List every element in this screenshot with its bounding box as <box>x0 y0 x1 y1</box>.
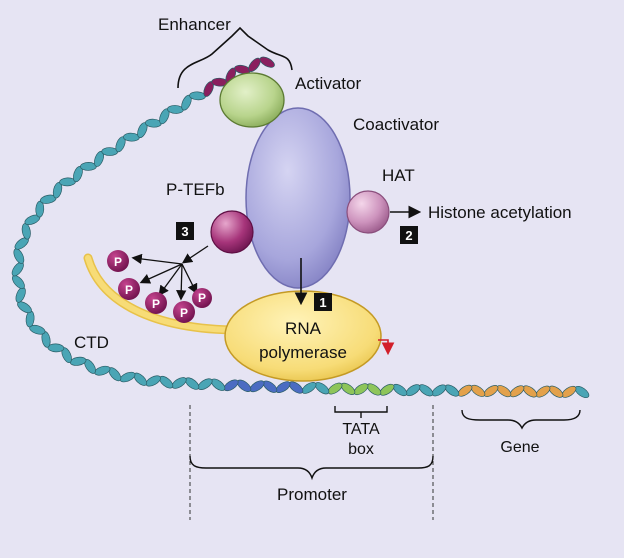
activator-protein <box>219 72 285 128</box>
ctd-label: CTD <box>74 333 109 352</box>
phosphate-label: P <box>180 306 188 320</box>
rna-polymerase-label-line1: RNA <box>285 319 322 338</box>
dna-segment <box>301 382 317 394</box>
dna-segment <box>69 356 87 366</box>
dna-segment <box>145 375 161 387</box>
dna-segment <box>94 365 111 376</box>
dna-segment <box>314 382 330 395</box>
dna-segment <box>561 385 577 398</box>
hat-label: HAT <box>382 166 415 185</box>
rna-polymerase <box>224 290 382 382</box>
dna-segment <box>405 384 421 397</box>
dna-segment <box>12 275 25 289</box>
dna-segment <box>189 91 206 101</box>
dna-segment <box>457 384 473 397</box>
coactivator-complex <box>245 107 351 289</box>
dna-segment <box>522 385 538 398</box>
dna-segment <box>574 385 590 399</box>
dna-segment <box>123 132 140 142</box>
step-1-badge <box>314 293 332 311</box>
dna-segment <box>144 118 162 128</box>
coactivator-label: Coactivator <box>353 115 439 134</box>
phosphate-label: P <box>198 291 206 305</box>
tata-label-line1: TATA <box>342 421 380 438</box>
hat-enzyme <box>346 190 390 234</box>
dna-segment <box>25 310 35 328</box>
dna-segment <box>21 223 31 240</box>
phosphate-label: P <box>152 297 160 311</box>
dna-segment <box>262 380 278 393</box>
rna-polymerase-label-line2: polymerase <box>259 343 347 362</box>
dna-segment <box>353 383 369 396</box>
dna-segment <box>248 57 261 72</box>
phosphate-label: P <box>125 283 133 297</box>
phosphate-group: P P P P P <box>107 250 212 323</box>
promoter-label: Promoter <box>277 485 347 504</box>
dna-segment <box>483 385 499 397</box>
activator-label: Activator <box>295 74 361 93</box>
histone-acetylation-label: Histone acetylation <box>428 203 572 222</box>
tata-label-line2: box <box>348 441 374 458</box>
step-3-badge <box>176 222 194 240</box>
dna-segment <box>288 381 304 394</box>
dna-segment <box>444 384 460 397</box>
dna-segment <box>496 385 512 398</box>
dna-segment <box>17 301 32 314</box>
dna-segment <box>197 378 213 391</box>
dna-double-helix <box>11 56 590 399</box>
step-2-badge <box>400 226 418 244</box>
promoter-bracket <box>189 455 434 481</box>
dna-segment <box>210 378 226 391</box>
step-1-number: 1 <box>319 295 326 310</box>
gene-label: Gene <box>500 439 539 456</box>
dna-segment <box>275 381 291 393</box>
enhancer-bracket <box>177 26 293 89</box>
ptefb-label: P-TEFb <box>166 180 225 199</box>
dna-segment <box>418 384 434 397</box>
transcription-start-arrow <box>378 339 395 356</box>
dna-segment <box>171 377 187 389</box>
dna-segment <box>379 383 395 396</box>
dna-segment <box>80 162 97 171</box>
dna-segment <box>167 105 184 114</box>
dna-segment <box>101 147 119 156</box>
dna-segment <box>259 56 275 68</box>
phosphate-label: P <box>114 255 122 269</box>
dna-segment <box>47 343 65 353</box>
step-2-number: 2 <box>405 228 412 243</box>
dna-segment <box>119 371 136 383</box>
dna-segment <box>249 380 265 393</box>
gene-bracket <box>461 409 581 430</box>
dna-segment <box>340 382 356 395</box>
dna-segment <box>470 384 486 397</box>
dna-segment <box>535 385 551 398</box>
dna-segment <box>366 383 382 396</box>
dna-segment <box>509 385 525 398</box>
dna-segment <box>184 377 200 390</box>
dna-segment <box>13 248 25 264</box>
dna-segment <box>548 385 564 398</box>
step-3-number: 3 <box>181 224 188 239</box>
enhancer-label: Enhancer <box>158 15 231 34</box>
phosphorylation-arrows <box>131 245 209 301</box>
ptefb-kinase <box>210 210 254 254</box>
dna-segment <box>431 384 447 397</box>
dna-segment <box>236 379 252 392</box>
tata-bracket <box>334 406 388 418</box>
dna-segment <box>223 379 239 392</box>
dna-segment <box>392 383 408 397</box>
dna-segment <box>29 324 46 335</box>
dna-segment <box>327 382 343 395</box>
